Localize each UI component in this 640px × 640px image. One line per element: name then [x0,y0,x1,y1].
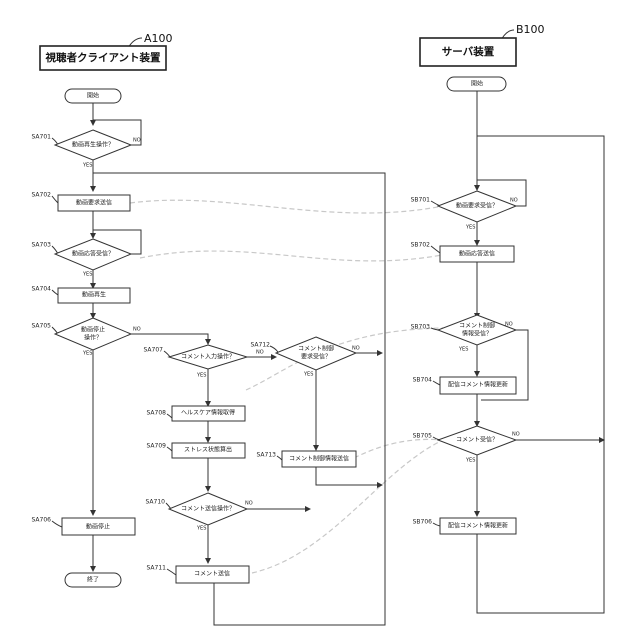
svg-text:NO: NO [133,327,141,333]
svg-text:NO: NO [352,346,360,352]
svg-text:NO: NO [510,198,518,204]
svg-text:NO: NO [512,432,520,438]
svg-text:SA709: SA709 [147,443,167,450]
step-sb701: SB701 動画要求受信？ YES NO [411,191,518,231]
svg-text:要求受信？: 要求受信？ [301,353,331,361]
svg-text:動画応答送信: 動画応答送信 [459,250,495,258]
svg-text:YES: YES [465,225,475,231]
svg-text:SA707: SA707 [144,347,164,354]
client-start: 開始 [65,89,121,103]
svg-text:ヘルスケア情報取得: ヘルスケア情報取得 [181,409,235,417]
client-connectors [93,103,385,625]
svg-text:SA706: SA706 [32,517,52,524]
communication-curves [130,200,443,573]
svg-text:ストレス状態算出: ストレス状態算出 [184,446,232,454]
svg-text:YES: YES [465,458,475,464]
svg-text:NO: NO [256,350,264,356]
step-sa706: SA706 動画停止 [32,517,135,536]
server-header: サーバ装置 [420,38,516,66]
server-start: 開始 [447,77,506,91]
svg-text:SA711: SA711 [147,565,167,572]
svg-text:開始: 開始 [471,80,483,88]
svg-text:開始: 開始 [87,92,99,100]
svg-text:SA712: SA712 [251,342,271,349]
svg-text:SA710: SA710 [146,499,166,506]
svg-text:YES: YES [82,272,92,278]
svg-text:終了: 終了 [87,576,99,584]
svg-text:操作？: 操作？ [84,334,102,342]
svg-text:SA713: SA713 [257,452,277,459]
svg-text:A100: A100 [144,32,173,45]
svg-text:コメント制御: コメント制御 [298,345,334,353]
svg-text:動画再生操作？: 動画再生操作？ [72,141,114,149]
svg-text:サーバ装置: サーバ装置 [442,45,495,58]
svg-text:コメント制御: コメント制御 [459,322,495,330]
svg-text:NO: NO [133,138,141,144]
client-header: 視聴者クライアント装置 [40,46,166,70]
svg-text:NO: NO [505,322,513,328]
svg-text:SA701: SA701 [32,134,52,141]
svg-text:SB705: SB705 [413,433,433,440]
svg-text:動画停止: 動画停止 [86,523,110,531]
svg-text:視聴者クライアント装置: 視聴者クライアント装置 [44,51,161,64]
svg-text:動画停止: 動画停止 [81,326,105,334]
svg-text:動画要求受信？: 動画要求受信？ [456,202,498,210]
step-sa709: SA709 ストレス状態算出 [147,443,245,459]
step-sa704: SA704 動画再生 [32,286,130,304]
svg-text:NO: NO [245,501,253,507]
step-sb706: SB706 配信コメント情報更新 [413,518,516,534]
svg-text:YES: YES [196,526,206,532]
server-connectors [477,91,604,613]
svg-text:SB702: SB702 [411,242,431,249]
svg-text:SB703: SB703 [411,324,431,331]
svg-text:SB701: SB701 [411,197,431,204]
svg-text:YES: YES [303,372,313,378]
svg-text:動画応答受信？: 動画応答受信？ [72,250,114,258]
svg-text:配信コメント情報更新: 配信コメント情報更新 [448,381,508,389]
svg-text:YES: YES [82,351,92,357]
svg-text:B100: B100 [516,23,545,36]
step-sb704: SB704 配信コメント情報更新 [413,377,516,395]
svg-text:配信コメント情報更新: 配信コメント情報更新 [448,522,508,530]
svg-text:コメント受信？: コメント受信？ [456,436,498,444]
svg-text:情報受信？: 情報受信？ [462,330,492,338]
svg-text:SA705: SA705 [32,323,52,330]
svg-text:動画要求送信: 動画要求送信 [76,199,112,207]
svg-text:コメント送信: コメント送信 [194,570,230,578]
svg-text:動画再生: 動画再生 [82,291,106,299]
svg-text:SA708: SA708 [147,410,167,417]
step-sa701: SA701 動画再生操作？ YES NO [32,130,141,169]
step-sb703: SB703 コメント制御 情報受信？ YES NO [411,315,516,353]
svg-text:YES: YES [458,347,468,353]
svg-text:SB704: SB704 [413,377,433,384]
step-sb702: SB702 動画応答送信 [411,242,514,263]
svg-text:コメント入力操作？: コメント入力操作？ [181,353,235,361]
svg-text:SA704: SA704 [32,286,52,293]
step-sa708: SA708 ヘルスケア情報取得 [147,406,245,421]
step-sb705: SB705 コメント受信？ YES NO [413,426,520,464]
step-sa702: SA702 動画要求送信 [32,192,130,212]
svg-text:SA703: SA703 [32,242,52,249]
step-sa707: SA707 コメント入力操作？ YES NO [144,345,264,379]
svg-text:SB706: SB706 [413,519,433,526]
svg-text:YES: YES [82,163,92,169]
svg-text:SA702: SA702 [32,192,52,199]
svg-text:コメント制御情報送信: コメント制御情報送信 [289,455,349,463]
svg-text:YES: YES [196,373,206,379]
step-sa705: SA705 動画停止 操作？ YES NO [32,318,141,357]
step-sa703: SA703 動画応答受信？ YES [32,239,131,278]
svg-text:コメント送信操作？: コメント送信操作？ [181,505,235,513]
step-sa711: SA711 コメント送信 [147,565,249,584]
client-end: 終了 [65,573,121,587]
step-sa713: SA713 コメント制御情報送信 [257,451,356,467]
step-sa710: SA710 コメント送信操作？ YES NO [146,493,253,532]
